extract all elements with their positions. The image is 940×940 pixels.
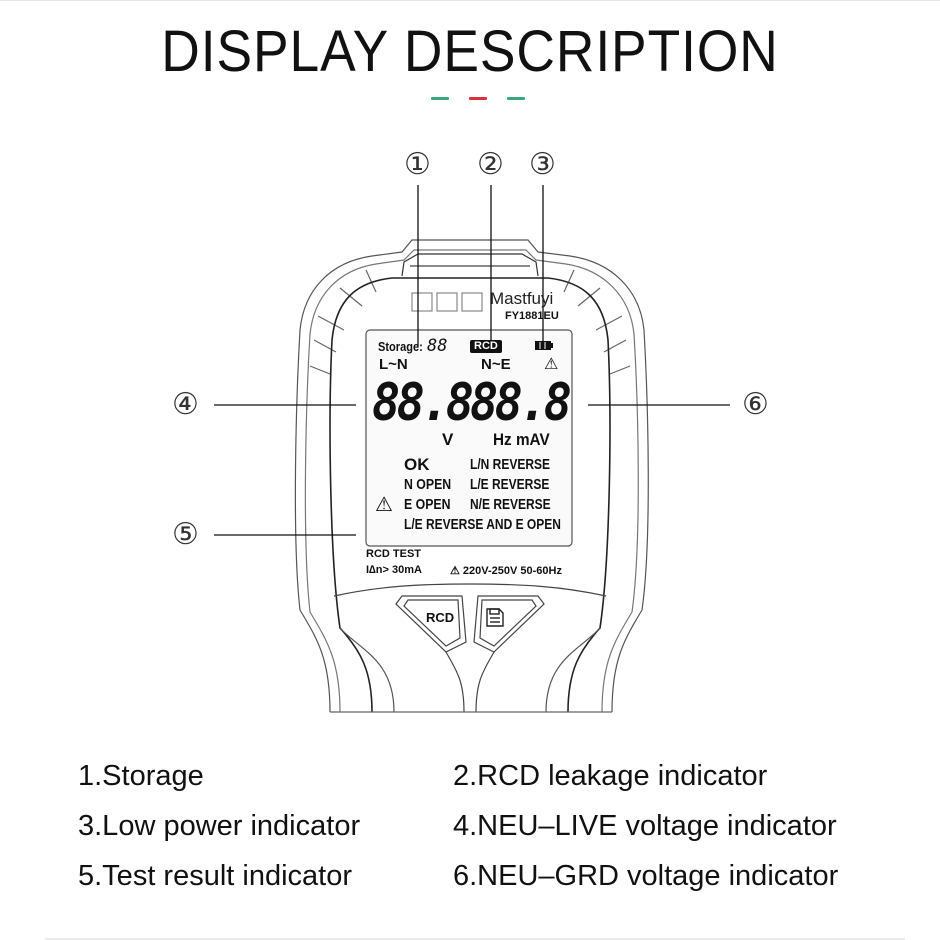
legend-item-low-power: 3.Low power indicator [78,810,361,842]
title-accent-dashes [431,97,525,100]
result-e-open: E OPEN [404,496,451,513]
left-unit: V [442,430,454,449]
rcd-test-label: RCD TEST [366,548,421,560]
floppy-disk-icon [486,608,504,627]
legend-item-test-result: 5.Test result indicator [78,860,353,892]
right-voltage-digits: 88.8 [470,373,572,433]
callout-1: ① [404,147,431,182]
voltage-rating: ⚠ 220V-250V 50-60Hz [450,565,562,577]
legend-item-neu-live: 4.NEU–LIVE voltage indicator [453,810,837,842]
accent-dash-red [469,97,487,100]
battery-icon [535,341,553,350]
rcd-trip-spec: I∆n> 30mA [366,564,422,576]
right-channel-label: N~E [481,356,511,373]
storage-label: Storage: [378,339,423,354]
rcd-test-button[interactable]: RCD [426,610,455,625]
callout-5: ⑤ [172,517,199,552]
result-ne-reverse: N/E REVERSE [470,496,551,513]
device-outline-drawing [214,185,730,713]
warning-icon: ⚠ [544,356,559,373]
left-channel-label: L~N [379,356,408,373]
model-number: FY1881EU [505,310,559,322]
storage-digits: 88 [427,336,448,356]
accent-dash-green-left [431,97,449,100]
top-divider [0,0,940,1]
rcd-badge: RCD [470,340,502,353]
brand-name: Mastfuyi [490,289,554,308]
page-title: DISPLAY DESCRIPTION [161,19,779,84]
result-warning-icon: ⚠ [375,494,393,516]
callout-2: ② [477,147,504,182]
bottom-divider [45,938,905,940]
result-ln-reverse: L/N REVERSE [470,456,551,473]
result-le-reverse: L/E REVERSE [470,476,550,493]
result-le-reverse-e-open: L/E REVERSE AND E OPEN [404,516,561,533]
callout-3: ③ [529,147,556,182]
left-voltage-digits: 88.8 [372,373,474,433]
right-units: Hz mAV [493,430,550,449]
legend-item-storage: 1.Storage [78,760,204,792]
result-n-open: N OPEN [404,476,452,493]
legend-list: 1.Storage 2.RCD leakage indicator 3.Low … [78,760,918,892]
legend-item-neu-grd: 6.NEU–GRD voltage indicator [453,860,839,892]
save-button[interactable] [480,600,510,634]
callout-4: ④ [172,387,199,422]
legend-item-rcd-leakage: 2.RCD leakage indicator [453,760,768,792]
result-ok: OK [404,455,430,474]
callout-6: ⑥ [742,387,769,422]
accent-dash-green-right [507,97,525,100]
